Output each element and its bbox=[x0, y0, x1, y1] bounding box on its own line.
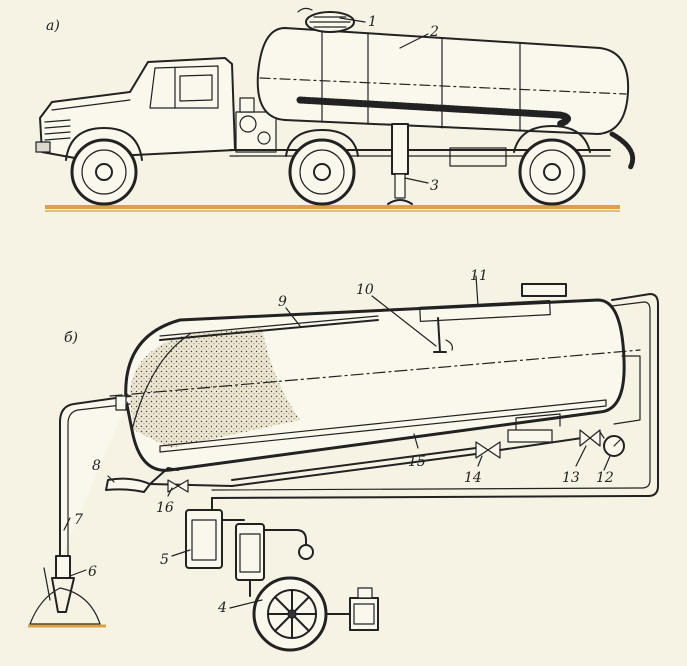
material-pile bbox=[29, 587, 101, 625]
middle-wheel bbox=[288, 138, 356, 206]
nozzle-6 bbox=[43, 555, 75, 613]
gauge-12 bbox=[599, 431, 625, 457]
filter-5 bbox=[185, 497, 245, 569]
vacuum-pump-4 bbox=[249, 576, 379, 652]
bottom-pipe-15 bbox=[159, 399, 607, 453]
discharge-pipe-7 bbox=[59, 395, 131, 561]
rear-hose bbox=[609, 131, 636, 171]
gauge-small bbox=[298, 544, 314, 560]
part-label-13: 13 bbox=[562, 470, 580, 486]
sludge-load bbox=[129, 328, 300, 448]
radiator-grille bbox=[44, 119, 71, 141]
part-label-11: 11 bbox=[470, 268, 488, 284]
corrugated-hose bbox=[296, 96, 571, 128]
subfigure-label-b: б) bbox=[64, 330, 78, 346]
pump-assembly-truck bbox=[235, 97, 277, 153]
part-label-5: 5 bbox=[160, 552, 169, 568]
truck-cab bbox=[39, 57, 236, 159]
truck-figure bbox=[35, 7, 636, 212]
separator bbox=[235, 523, 314, 581]
outlet-8 bbox=[105, 477, 151, 493]
part-label-10: 10 bbox=[356, 282, 374, 298]
support-leg-3 bbox=[387, 123, 413, 205]
part-label-6: 6 bbox=[88, 564, 97, 580]
return-pipe bbox=[211, 293, 659, 499]
valve-16 bbox=[149, 479, 233, 493]
part-label-14: 14 bbox=[464, 470, 482, 486]
rear-wheel bbox=[518, 138, 586, 206]
part-label-4: 4 bbox=[217, 600, 227, 616]
part-label-9: 9 bbox=[278, 294, 287, 310]
part-label-7: 7 bbox=[74, 512, 83, 528]
toolbox bbox=[449, 147, 507, 167]
labels: а) б) 1 2 3 4 5 6 7 8 9 10 11 12 13 14 1… bbox=[46, 14, 614, 616]
part-label-16: 16 bbox=[156, 500, 174, 516]
part-label-12: 12 bbox=[596, 470, 614, 486]
part-label-15: 15 bbox=[408, 454, 426, 470]
part-label-1: 1 bbox=[368, 14, 377, 30]
part-label-8: 8 bbox=[92, 458, 101, 474]
schematic-figure bbox=[28, 275, 659, 652]
subfigure-label-a: а) bbox=[46, 18, 60, 34]
front-wheel bbox=[70, 138, 138, 206]
valve-13 bbox=[579, 429, 601, 447]
chamber-11 bbox=[419, 300, 551, 322]
hatch-1 bbox=[297, 7, 355, 33]
valve-10 bbox=[433, 317, 447, 353]
valve-14 bbox=[475, 441, 501, 459]
part-label-3: 3 bbox=[430, 178, 439, 194]
part-label-2: 2 bbox=[429, 24, 439, 40]
inner-pipe-9 bbox=[159, 319, 379, 341]
truck-tank bbox=[256, 27, 630, 135]
